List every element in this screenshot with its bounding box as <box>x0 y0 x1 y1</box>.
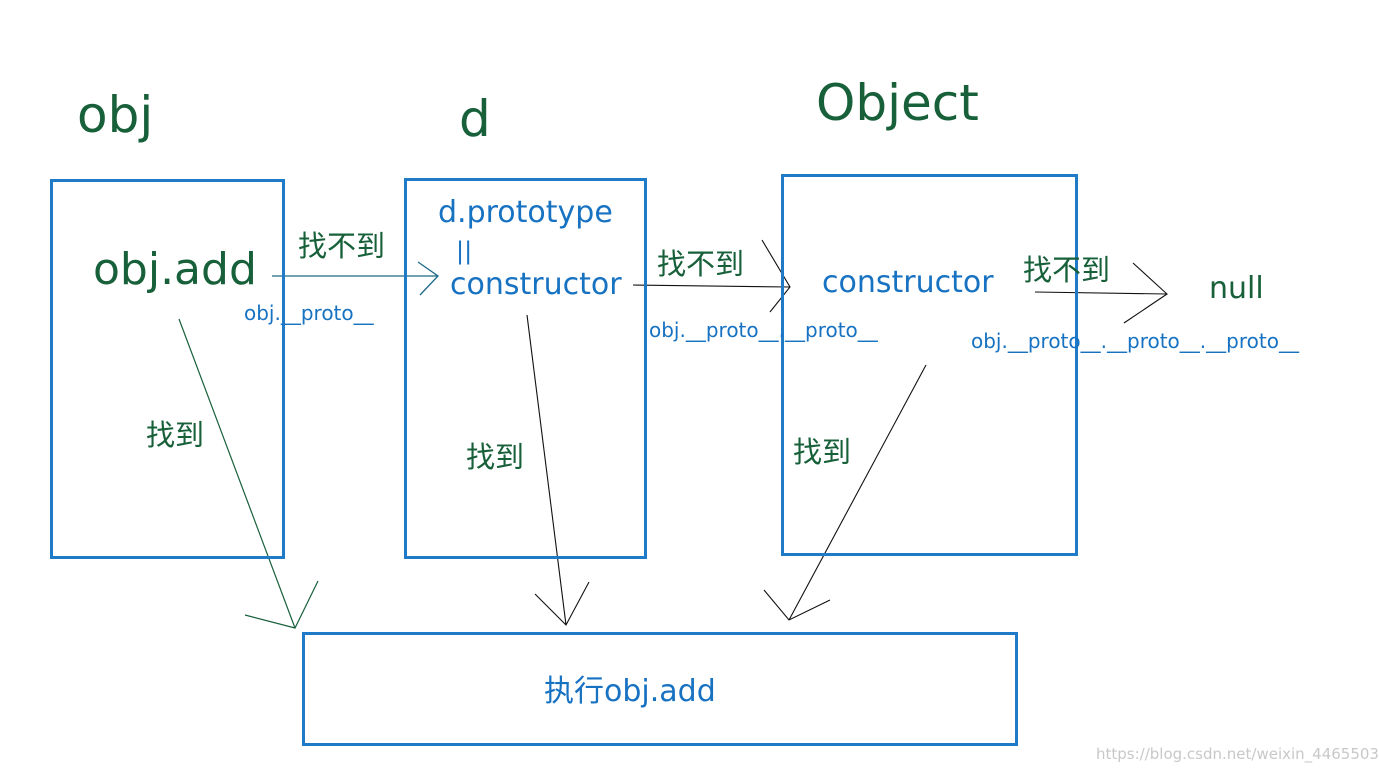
found-label-2: 找到 <box>466 440 525 474</box>
watermark: https://blog.csdn.net/weixin_44655037 <box>1096 745 1379 763</box>
arrow-object-to-null <box>1034 262 1168 324</box>
d-constructor-label: constructor <box>450 267 622 302</box>
not-found-label-3: 找不到 <box>1023 253 1111 287</box>
d-prototype-box <box>404 178 647 559</box>
arrow-obj-to-d <box>272 261 439 296</box>
title-object: Object <box>816 74 979 132</box>
object-prototype-box <box>781 174 1078 556</box>
title-d: d <box>459 90 491 148</box>
arrow-d-to-object <box>632 239 791 313</box>
proto-label-3: obj.__proto__.__proto__.__proto__ <box>971 329 1299 353</box>
null-label: null <box>1209 271 1264 306</box>
arrow-found-obj <box>178 318 319 629</box>
arrow-found-d <box>526 314 590 626</box>
obj-add-label: obj.add <box>93 244 257 295</box>
execute-box <box>302 632 1018 746</box>
execute-label: 执行obj.add <box>544 674 716 709</box>
obj-box <box>50 179 285 559</box>
object-constructor-label: constructor <box>822 265 994 300</box>
proto-label-1: obj.__proto__ <box>244 301 374 325</box>
d-prototype-label: d.prototype <box>438 195 613 230</box>
found-label-1: 找到 <box>146 418 205 452</box>
not-found-label-1: 找不到 <box>298 229 386 263</box>
equals-mark: || <box>456 237 473 265</box>
found-label-3: 找到 <box>793 435 852 469</box>
not-found-label-2: 找不到 <box>657 247 745 281</box>
proto-label-2: obj.__proto__.__proto__ <box>649 318 878 342</box>
arrow-found-object <box>763 364 927 621</box>
title-obj: obj <box>77 86 154 144</box>
